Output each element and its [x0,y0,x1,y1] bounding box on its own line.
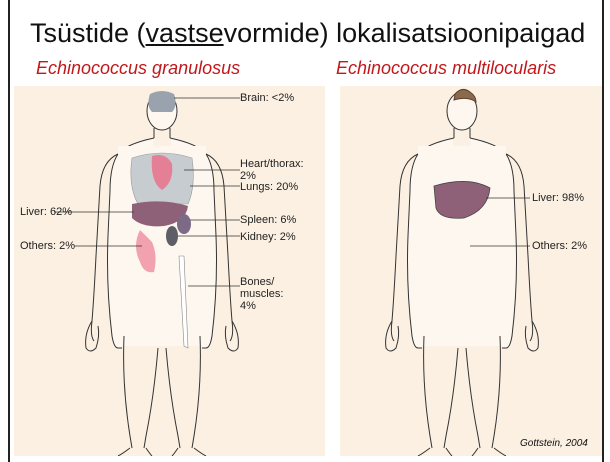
brain-organ [148,91,175,112]
label-bones: Bones/ muscles: 4% [240,276,283,312]
slide-title: Tsüstide (vastsevormide) lokalisatsiooni… [30,18,585,49]
citation: Gottstein, 2004 [520,438,588,449]
right-leg-outer [492,336,500,448]
species-label-granulosus: Echinococcus granulosus [36,58,240,79]
left-leg-inner [144,348,158,448]
left-leg-outer [424,336,432,448]
label-spleen: Spleen: 6% [240,214,296,226]
label-lungs: Lungs: 20% [240,181,298,193]
granulosus-body-diagram [14,86,325,456]
right-leg-inner [466,348,480,448]
left-leg-inner [444,348,458,448]
label-brain: Brain: <2% [240,92,294,104]
label-kidney: Kidney: 2% [240,231,296,243]
kidney-organ [166,226,178,246]
label-liver: Liver: 98% [532,192,584,204]
label-heart: Heart/thorax: 2% [240,158,304,182]
multilocularis-panel: Liver: 98% Others: 2% Gottstein, 2004 [340,86,602,456]
label-liver: Liver: 62% [20,206,72,218]
label-others: Others: 2% [532,240,587,252]
multilocularis-body-diagram [340,86,602,456]
species-label-multilocularis: Echinococcus multilocularis [336,58,556,79]
right-leg-outer [192,336,200,448]
label-others: Others: 2% [20,240,75,252]
title-underlined-word: vastse [146,18,224,48]
right-leg-inner [166,348,180,448]
granulosus-panel: Brain: <2% Heart/thorax: 2% Lungs: 20% L… [14,86,325,456]
spleen-organ [177,214,191,234]
left-leg-outer [124,336,132,448]
